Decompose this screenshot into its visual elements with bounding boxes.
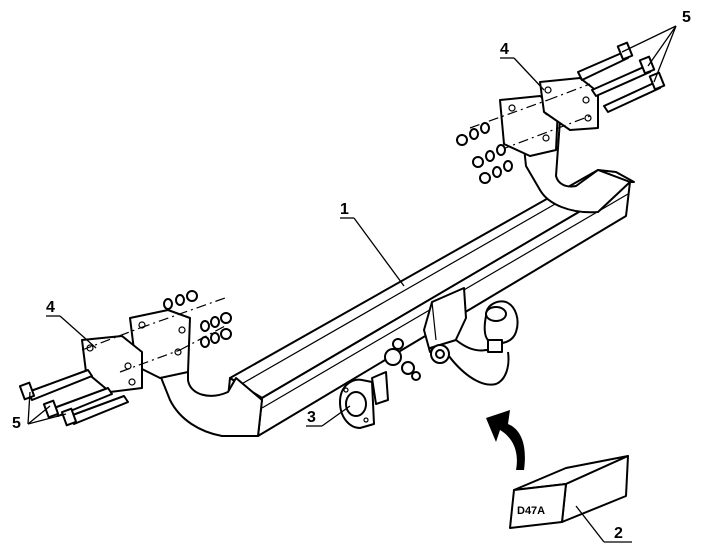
right-bolts [577,41,666,113]
leader-lines [27,25,677,543]
callout-5-left: 5 [12,415,21,432]
tow-ball-assembly [401,287,519,386]
right-bracket [469,77,631,214]
callout-1: 1 [340,201,349,218]
left-bracket [81,297,263,437]
curved-arrow-icon [486,410,525,470]
right-nuts-washers [456,122,513,184]
callout-3: 3 [307,409,316,426]
callout-5-right: 5 [682,9,691,26]
left-bolts [18,369,129,427]
socket-plate [339,338,404,429]
box-label-text: D47A [517,505,545,517]
callout-2: 2 [614,525,623,542]
left-nuts-washers [163,290,232,348]
callout-numbers: 1 2 3 4 4 5 5 [12,9,691,542]
callout-4-left: 4 [46,299,55,316]
callout-4-right: 4 [500,41,509,58]
label-box: D47A [509,455,629,529]
